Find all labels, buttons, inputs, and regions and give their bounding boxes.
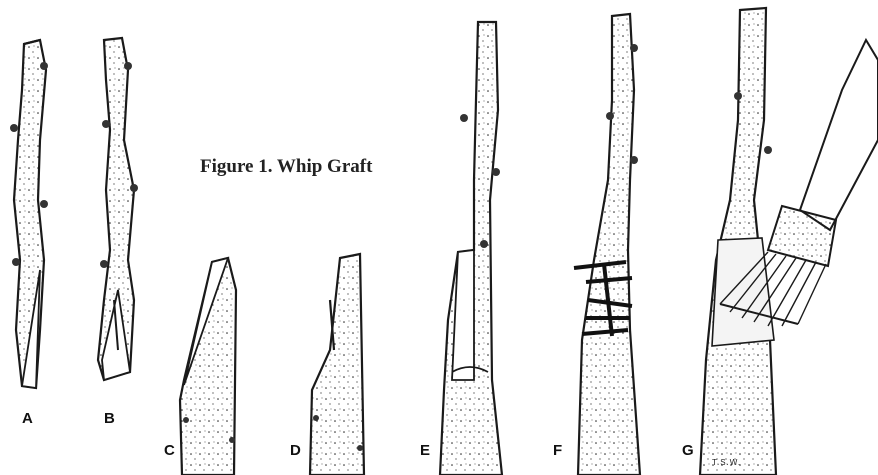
panel-label-e: E (420, 442, 430, 459)
panel-label-g: G (682, 442, 694, 459)
panel-g-waxed (700, 8, 776, 475)
panel-label-b: B (104, 410, 115, 427)
panel-a-scion (10, 40, 48, 388)
panel-c-rootstock (180, 258, 236, 475)
panel-b-scion-tongue (98, 38, 138, 380)
panel-label-d: D (290, 442, 301, 459)
panel-label-a: A (22, 410, 33, 427)
artist-initials: T.S.W. (712, 458, 741, 467)
panel-e-joined (440, 22, 502, 475)
panel-d-rootstock-tongue (310, 254, 364, 475)
panel-f-tied (574, 14, 640, 475)
panel-label-c: C (164, 442, 175, 459)
panel-label-f: F (553, 442, 562, 459)
figure-title: Figure 1. Whip Graft (200, 156, 372, 178)
